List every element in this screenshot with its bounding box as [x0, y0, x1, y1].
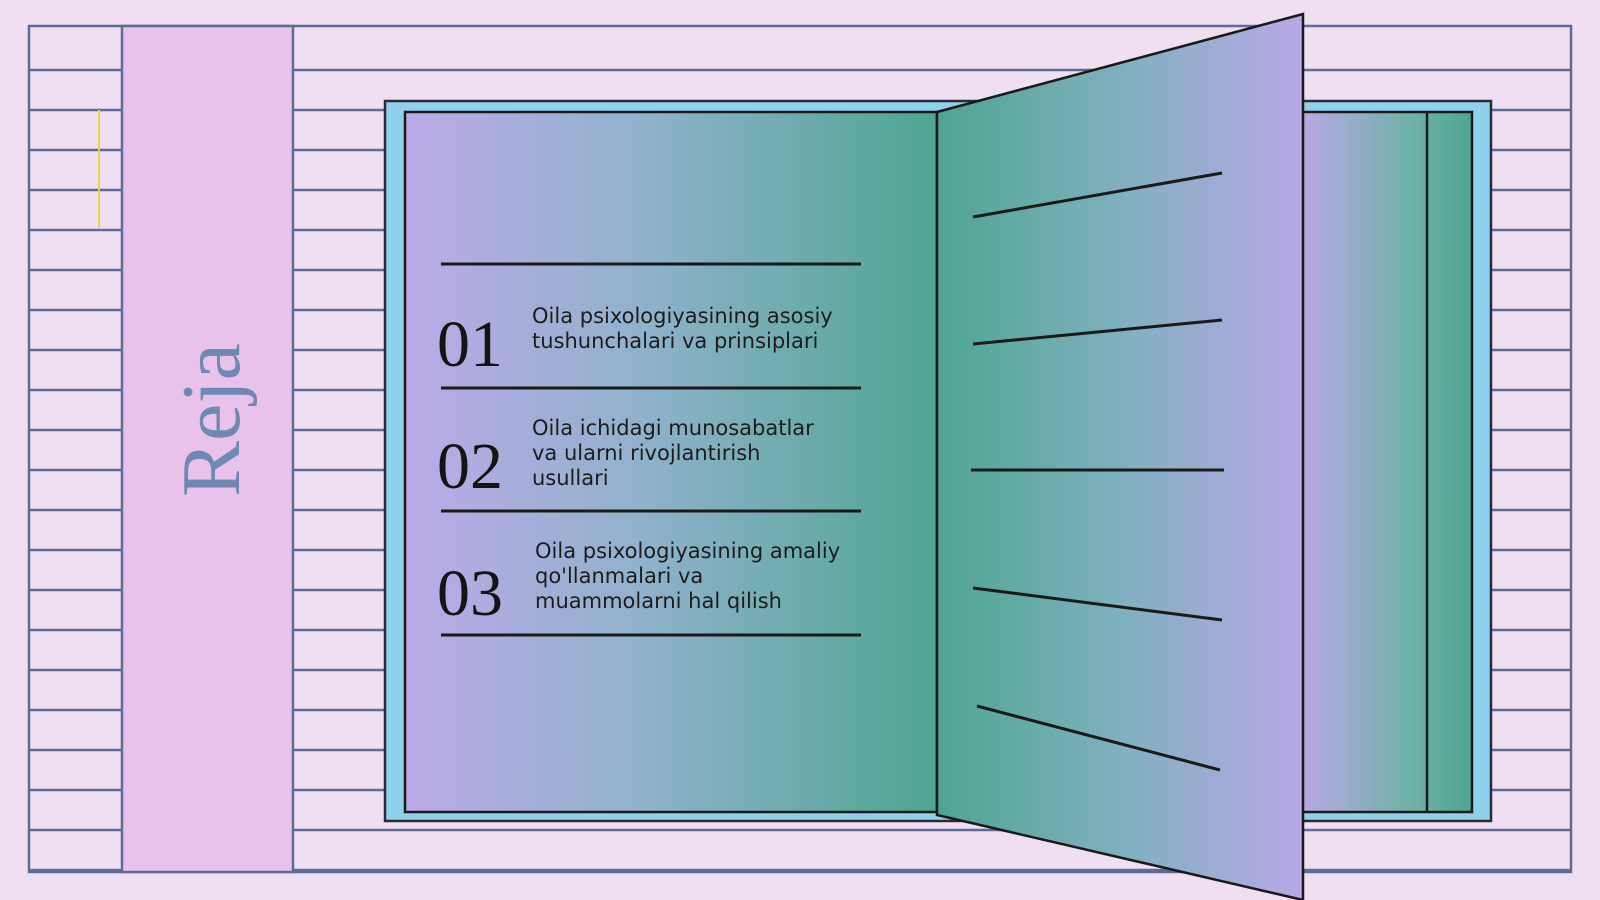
turning-page-lines — [971, 171, 1224, 772]
sidebar-panel: Reja — [120, 24, 295, 874]
agenda-list: 01 Oila psixologiyasining asosiy tushunc… — [437, 262, 861, 637]
item-text: Oila ichidagi munosabatlar va ularni riv… — [532, 416, 821, 490]
agenda-item: 01 Oila psixologiyasining asosiy tushunc… — [437, 304, 839, 381]
item-number: 03 — [437, 557, 503, 630]
book-left-page — [403, 110, 939, 814]
item-number: 02 — [437, 430, 503, 503]
slide-title: Reja — [165, 343, 258, 497]
book-right-page — [1298, 110, 1474, 814]
agenda-item: 02 Oila ichidagi munosabatlar va ularni … — [437, 416, 821, 503]
agenda-item: 03 Oila psixologiyasining amaliy qo'llan… — [437, 539, 847, 630]
item-number: 01 — [437, 308, 503, 381]
item-text: Oila psixologiyasining asosiy tushunchal… — [532, 304, 839, 353]
item-text: Oila psixologiyasining amaliy qo'llanmal… — [535, 539, 847, 613]
open-book-illustration — [383, 12, 1493, 900]
divider-lines — [441, 262, 861, 637]
book-turning-page — [935, 12, 1305, 900]
